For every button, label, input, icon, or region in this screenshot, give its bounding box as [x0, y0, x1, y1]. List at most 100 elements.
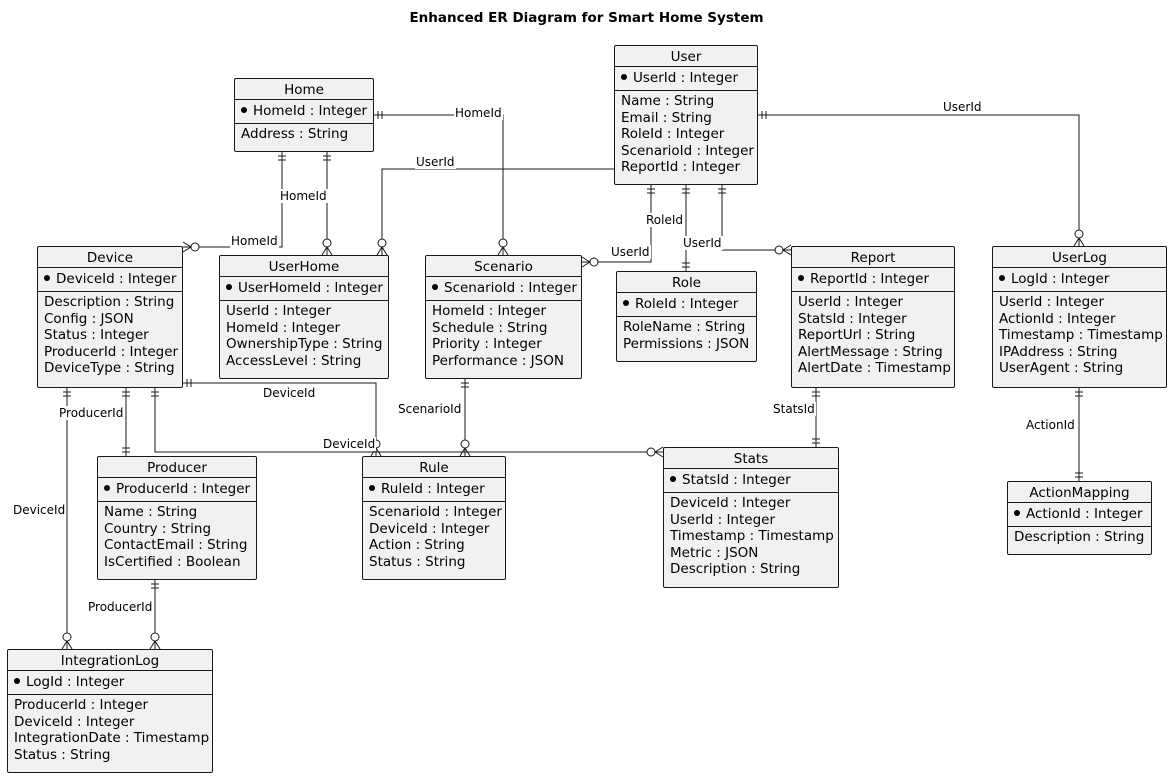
primary-key-text: RuleId : Integer	[381, 481, 485, 497]
primary-key: UserHomeId : Integer	[220, 277, 388, 300]
divider	[617, 292, 756, 293]
primary-key-text: DeviceId : Integer	[56, 271, 177, 287]
primary-key: StatsId : Integer	[664, 469, 838, 492]
attribute: ScenarioId : Integer	[369, 504, 502, 520]
attribute: HomeId : Integer	[432, 303, 547, 319]
attribute: Description : String	[44, 294, 175, 310]
attribute: AlertMessage : String	[798, 343, 943, 360]
divider	[426, 276, 581, 277]
key-bullet-icon	[226, 284, 232, 290]
key-bullet-icon	[432, 284, 438, 290]
attribute: ProducerId : Integer	[44, 343, 179, 360]
diagram-title: Enhanced ER Diagram for Smart Home Syste…	[409, 10, 764, 26]
divider	[792, 267, 954, 268]
cardinality-one-marker	[461, 382, 469, 388]
cardinality-one-marker	[122, 447, 130, 453]
attribute: UserAgent : String	[999, 360, 1124, 376]
relationship-label: UserId	[682, 236, 723, 250]
relationship-label: UserId	[610, 245, 651, 259]
primary-key: ScenarioId : Integer	[426, 277, 581, 300]
relationship-label: ActionId	[1025, 418, 1076, 432]
entity-name: UserLog	[1052, 250, 1107, 266]
cardinality-one-marker	[63, 391, 71, 397]
cardinality-many-marker	[61, 632, 73, 650]
cardinality-one-marker	[323, 155, 331, 161]
primary-key-text: ReportId : Integer	[810, 271, 929, 287]
entity-name: UserHome	[268, 259, 340, 275]
key-bullet-icon	[14, 678, 20, 684]
cardinality-many-marker	[321, 238, 333, 256]
attribute: UserId : Integer	[798, 294, 904, 310]
cardinality-one-marker	[151, 583, 159, 589]
attribute: Status : String	[14, 746, 111, 763]
rel-user-report	[721, 185, 791, 251]
cardinality-many-marker	[497, 238, 509, 256]
relationship-label: HomeId	[454, 106, 503, 120]
attribute: ScenarioId : Integer	[621, 142, 754, 159]
relationship-label: DeviceId	[322, 437, 377, 451]
divider	[38, 291, 182, 292]
relationship-label: DeviceId	[262, 386, 317, 400]
attribute: IntegrationDate : Timestamp	[14, 730, 210, 746]
relationship-label: ProducerId	[58, 406, 125, 420]
attribute: Address : String	[241, 126, 349, 142]
divider	[363, 477, 505, 478]
cardinality-one-marker	[812, 391, 820, 397]
cardinality-one-marker	[761, 111, 767, 119]
rel-home-scenario	[374, 114, 504, 255]
relationship-label: ProducerId	[87, 600, 154, 614]
primary-key: ActionId : Integer	[1008, 503, 1151, 526]
divider	[8, 670, 212, 671]
key-bullet-icon	[104, 485, 110, 491]
attribute: DeviceType : String	[44, 360, 175, 376]
divider	[664, 468, 838, 469]
primary-key: ProducerId : Integer	[98, 478, 256, 501]
divider	[617, 316, 756, 317]
attribute-list: Address : String	[235, 124, 373, 146]
divider	[235, 123, 373, 124]
attribute: Country : String	[104, 520, 212, 537]
attribute: Status : String	[369, 553, 466, 570]
cardinality-one-marker	[278, 155, 286, 161]
attribute: Description : String	[1014, 529, 1145, 545]
primary-key-text: ScenarioId : Integer	[444, 280, 577, 296]
primary-key-text: UserHomeId : Integer	[238, 280, 383, 296]
primary-key-text: ActionId : Integer	[1026, 506, 1143, 522]
attribute: Metric : JSON	[670, 544, 759, 561]
divider	[38, 267, 182, 268]
rel-device-stats	[154, 388, 663, 453]
cardinality-many-marker	[459, 439, 471, 457]
entity-name: Device	[86, 250, 134, 266]
cardinality-one-marker	[682, 188, 690, 194]
attribute: Performance : JSON	[432, 352, 564, 369]
relationship-label: StatsId	[772, 402, 816, 416]
attribute: UserId : Integer	[999, 294, 1105, 310]
attribute: IPAddress : String	[999, 343, 1118, 360]
attribute: Description : String	[670, 561, 801, 577]
relationship-label: DeviceId	[12, 503, 67, 517]
cardinality-many-marker	[774, 244, 792, 256]
key-bullet-icon	[999, 275, 1005, 281]
primary-key: RoleId : Integer	[617, 293, 756, 316]
divider	[1008, 502, 1151, 503]
